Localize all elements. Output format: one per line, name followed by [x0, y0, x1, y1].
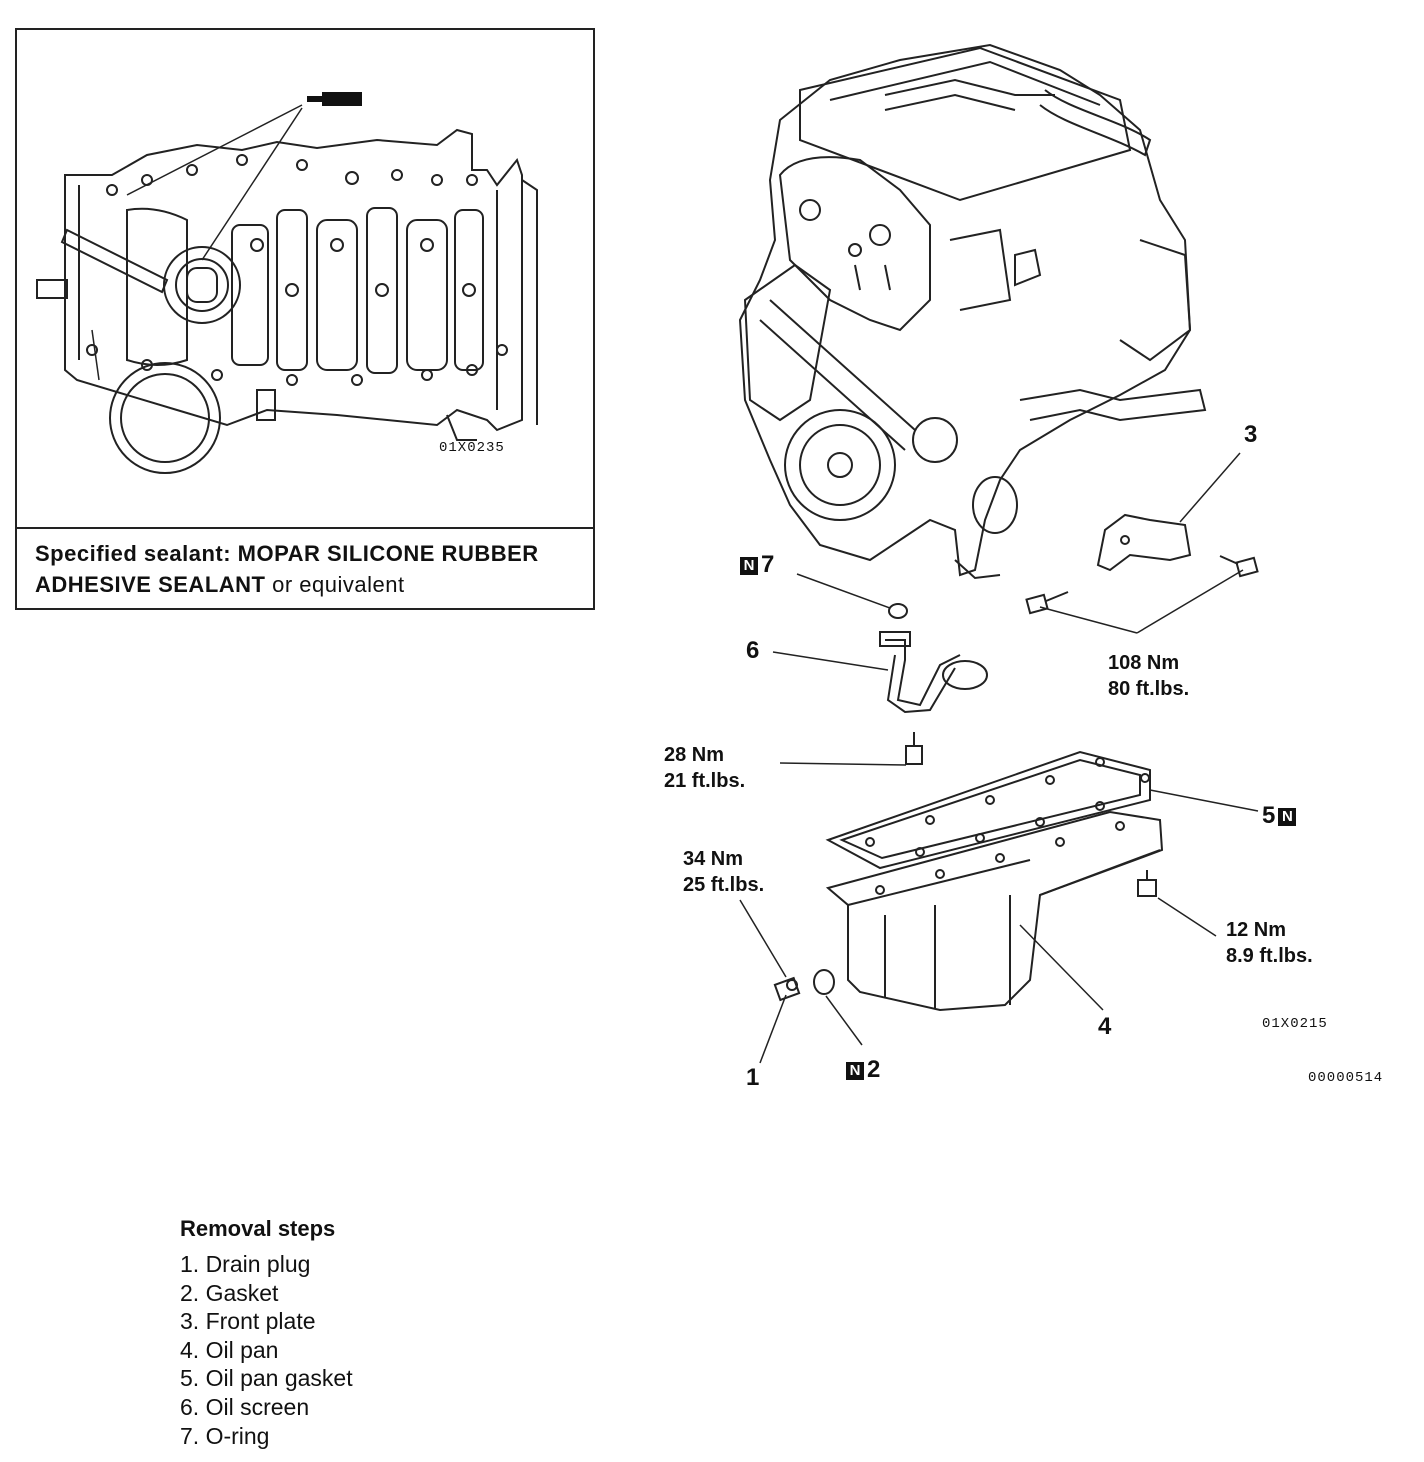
diagram-figure-code: 01X0215	[1262, 1016, 1328, 1032]
inset-divider	[17, 527, 593, 529]
list-item: 3. Front plate	[180, 1308, 316, 1335]
list-item: 6. Oil screen	[180, 1393, 310, 1420]
removal-steps-list: 1. Drain plug 2. Gasket 3. Front plate 4…	[180, 1250, 353, 1450]
oil-pan-part	[825, 810, 1164, 1012]
oil-screen-part	[879, 631, 988, 714]
list-item: 4. Oil pan	[180, 1336, 279, 1363]
leader-lines	[739, 452, 1259, 1064]
sealant-specification: Specified sealant: MOPAR SILICONE RUBBER…	[35, 538, 595, 600]
list-item: 1. Drain plug	[180, 1251, 311, 1277]
list-item: 5. Oil pan gasket	[180, 1365, 353, 1392]
oil-screen-bolt	[905, 732, 923, 765]
front-plate-bolts	[1025, 555, 1259, 615]
removal-steps-section: Removal steps 1. Drain plug 2. Gasket 3.…	[180, 1216, 353, 1450]
engine-block-underside-drawing	[36, 92, 538, 474]
callout-1: 1	[746, 1064, 760, 1091]
new-part-marker: N	[846, 1062, 864, 1080]
inset-figure-code: 01X0235	[439, 440, 505, 456]
sealant-inset-panel: 01X0235 Specified sealant: MOPAR SILICON…	[15, 28, 595, 610]
callout-4: 4	[1098, 1013, 1112, 1040]
front-plate-part	[1096, 513, 1192, 572]
callout-3: 3	[1244, 421, 1258, 448]
drain-plug-part	[773, 976, 801, 1002]
o-ring-part	[888, 603, 908, 619]
list-item: 7. O-ring	[180, 1422, 270, 1449]
document-code: 00000514	[1308, 1070, 1384, 1086]
new-part-marker: N	[740, 557, 758, 575]
new-part-marker: N	[1278, 808, 1297, 826]
gasket-part	[813, 969, 835, 995]
sealant-spec-rest: or equivalent	[272, 572, 405, 597]
sealant-spec-bold: Specified sealant: MOPAR SILICONE RUBBER…	[35, 541, 539, 597]
oil-pan-bolt	[1137, 870, 1157, 897]
oil-pan-gasket-part	[825, 750, 1151, 870]
engine-assembly-drawing	[738, 43, 1207, 580]
callout-6: 6	[746, 637, 760, 664]
removal-steps-title: Removal steps	[180, 1216, 336, 1241]
sealant-tube-icon	[307, 92, 362, 106]
list-item: 2. Gasket	[180, 1279, 279, 1306]
